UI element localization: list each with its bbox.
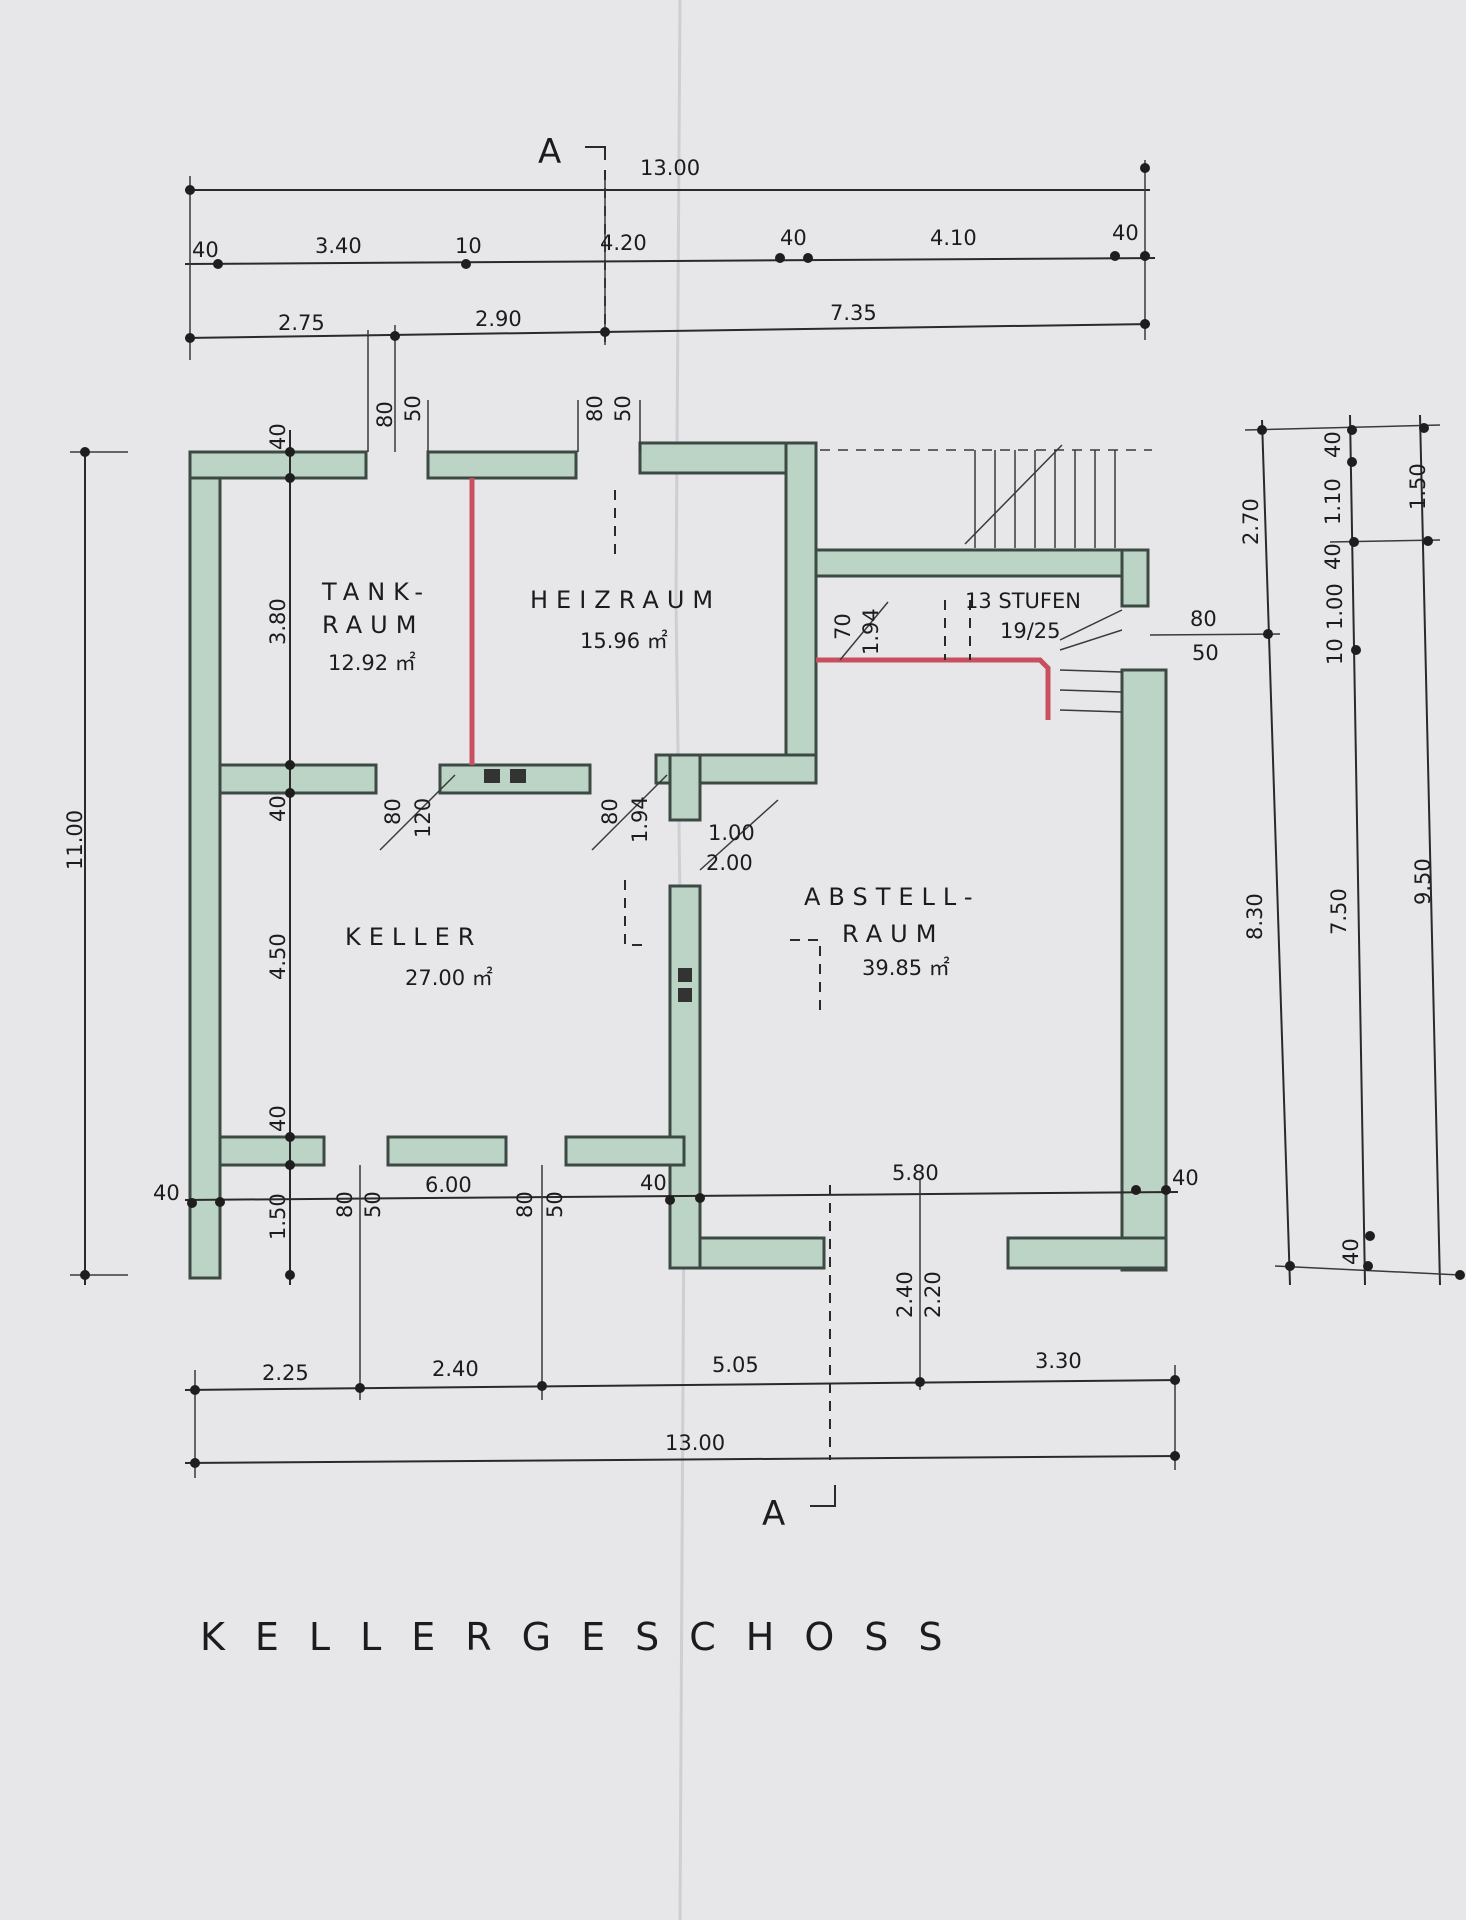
dim-open-8: 80 (333, 1191, 357, 1218)
wall-mid-stub (668, 753, 702, 822)
section-mark-top: A (538, 132, 561, 172)
stair-treads (820, 444, 1152, 713)
dim-right-c1-1: 8.30 (1243, 893, 1267, 940)
wall-abstell-left (668, 884, 702, 1270)
dim-right-c2-0: 40 (1321, 431, 1345, 458)
dim-open-2: 80 (583, 395, 607, 422)
dim-left (70, 430, 295, 1285)
dim-top-r1-2: 10 (455, 234, 482, 258)
wall-bottom-2 (386, 1135, 508, 1167)
wall-mid-1 (218, 763, 378, 795)
dim-top-total: 13.00 (640, 156, 700, 180)
dim-left-4: 40 (266, 1105, 290, 1132)
wall-bottom-4 (682, 1236, 826, 1270)
dim-open-0: 80 (373, 401, 397, 428)
dim-right-c2-4: 10 (1323, 638, 1347, 665)
wall-top-1 (188, 450, 368, 480)
dim-open-10: 80 (513, 1191, 537, 1218)
dim-stair-50: 50 (1192, 641, 1219, 665)
dim-right-c2-5: 7.50 (1327, 888, 1351, 935)
dim-top-r1-5: 4.10 (930, 226, 977, 250)
wall-heiz-right (784, 441, 818, 785)
dim-right-c2-3: 1.00 (1323, 583, 1347, 630)
dim-bottom-r1-2: 5.05 (712, 1353, 759, 1377)
dim-bottom-s-0: 40 (153, 1181, 180, 1205)
wall-bottom-1 (218, 1135, 326, 1167)
dim-stair-80: 80 (1190, 607, 1217, 631)
dim-right-c2-2: 40 (1321, 543, 1345, 570)
dim-bottom-s-2: 40 (1172, 1166, 1199, 1190)
room-tank-line2: RAUM (322, 611, 424, 639)
dim-open-6: 80 (598, 798, 622, 825)
wall-bottom-5 (1006, 1236, 1168, 1270)
chimney-icons (484, 769, 692, 1002)
dim-left-2: 40 (266, 795, 290, 822)
dim-right-c2-6: 40 (1339, 1238, 1363, 1265)
dim-open-5: 120 (411, 798, 435, 838)
room-abstell-area: 39.85 ㎡ (862, 956, 950, 980)
wall-stair-end (1120, 548, 1150, 608)
dim-bottom-s-1: 40 (640, 1171, 667, 1195)
wall-left-outer (188, 450, 222, 1280)
dim-open-4: 80 (381, 798, 405, 825)
wall-stair-red (816, 657, 1051, 720)
dim-open-1: 50 (401, 395, 425, 422)
dim-left-5: 1.50 (266, 1193, 290, 1240)
dim-left-1: 3.80 (266, 598, 290, 645)
room-abstell-line1: ABSTELL- (804, 883, 981, 911)
dim-left-0: 40 (266, 423, 290, 450)
dim-open-12: 70 (831, 613, 855, 640)
dim-bottom-r2-0: 6.00 (425, 1173, 472, 1197)
wall-bottom-3 (564, 1135, 686, 1167)
wall-top-2 (426, 450, 578, 480)
dim-right-c3-0: 1.50 (1406, 463, 1430, 510)
dim-bottom (184, 1165, 1181, 1478)
dim-bottom-r1-3: 3.30 (1035, 1349, 1082, 1373)
dim-left-3: 4.50 (266, 933, 290, 980)
dim-open-16: 2.40 (893, 1271, 917, 1318)
dim-open-17: 2.20 (921, 1271, 945, 1318)
stairs-line2: 19/25 (1000, 619, 1061, 643)
walls (188, 441, 1168, 1280)
dim-open-11: 50 (543, 1191, 567, 1218)
dim-top-r1-3: 4.20 (600, 231, 647, 255)
dim-open-9: 50 (361, 1191, 385, 1218)
room-abstell-line2: RAUM (842, 920, 944, 948)
dim-top-r2-1: 2.90 (475, 307, 522, 331)
dim-left-total: 11.00 (63, 810, 87, 870)
wall-right-outer (1120, 668, 1168, 1272)
room-heiz-area: 15.96 ㎡ (580, 629, 668, 653)
dim-open-13: 1.94 (859, 608, 883, 655)
dim-bottom-total: 13.00 (665, 1431, 725, 1455)
stairs-line1: 13 STUFEN (965, 589, 1081, 613)
dim-right-c2-1: 1.10 (1321, 478, 1345, 525)
dim-top-r1-6: 40 (1112, 221, 1139, 245)
dim-open-14: 1.00 (708, 821, 755, 845)
dim-right-c1-0: 2.70 (1239, 498, 1263, 545)
door-diagonals (379, 601, 889, 871)
wall-stair-top (814, 548, 1150, 578)
dim-top-r2-2: 7.35 (830, 301, 877, 325)
dim-open-3: 50 (611, 395, 635, 422)
drawing-title: KELLERGESCHOSS (200, 1615, 973, 1659)
room-tank-area: 12.92 ㎡ (328, 651, 416, 675)
dim-bottom-r2-1: 5.80 (892, 1161, 939, 1185)
dim-top (184, 160, 1156, 452)
dim-top-r1-1: 3.40 (315, 234, 362, 258)
room-keller-name: KELLER (345, 923, 482, 951)
dim-open-15: 2.00 (706, 851, 753, 875)
dim-bottom-r1-1: 2.40 (432, 1357, 479, 1381)
dim-open-7: 1.94 (628, 796, 652, 843)
room-tank-line1: TANK- (321, 578, 431, 606)
dim-top-r2-0: 2.75 (278, 311, 325, 335)
dim-right (1149, 414, 1465, 1286)
room-heiz-name: HEIZRAUM (530, 586, 721, 614)
section-mark-bottom: A (762, 1494, 785, 1534)
dim-bottom-r1-0: 2.25 (262, 1361, 309, 1385)
room-keller-area: 27.00 ㎡ (405, 966, 493, 990)
dim-top-r1-0: 40 (192, 238, 219, 262)
dim-top-r1-4: 40 (780, 226, 807, 250)
dim-right-c3-1: 9.50 (1411, 858, 1435, 905)
